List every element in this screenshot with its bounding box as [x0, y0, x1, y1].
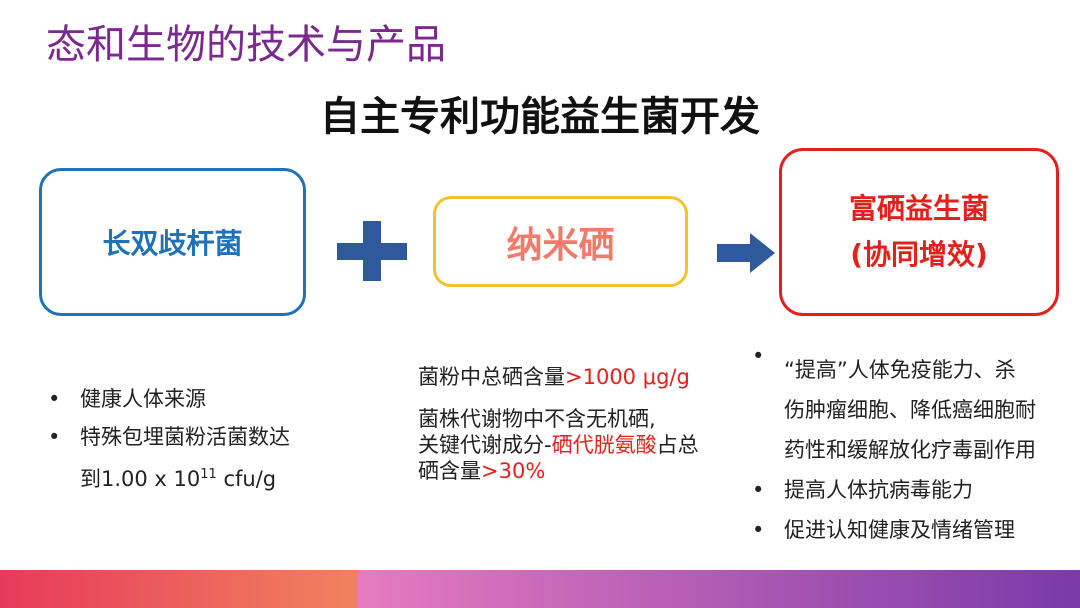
list-item: • 促进认知健康及情绪管理 — [752, 510, 1074, 550]
box-bifidobacterium: 长双歧杆菌 — [39, 168, 306, 316]
slide-title: 自主专利功能益生菌开发 — [320, 94, 760, 140]
paragraph-text: 菌粉中总硒含量 — [418, 365, 565, 389]
paragraph-text: 占总 — [656, 433, 699, 457]
list-item: • “提高”人体免疫能力、杀 伤肿瘤细胞、降低癌细胞耐 药性和缓解放化疗毒副作用 — [752, 344, 1074, 470]
selenium-content-paragraph: 菌粉中总硒含量>1000 μg/g — [418, 364, 738, 390]
plus-icon — [337, 221, 407, 281]
list-item-text: 特殊包埋菌粉活菌数达 — [80, 425, 290, 449]
selenium-content-value: >1000 μg/g — [565, 365, 690, 389]
bullet-icon: • — [48, 425, 61, 449]
list-item-text: 促进认知健康及情绪管理 — [784, 518, 1015, 542]
bullet-icon: • — [48, 387, 61, 411]
list-item-text: 药性和缓解放化疗毒副作用 — [784, 438, 1036, 462]
list-item-text: 伤肿瘤细胞、降低癌细胞耐 — [784, 398, 1036, 422]
right-bullet-list: • “提高”人体免疫能力、杀 伤肿瘤细胞、降低癌细胞耐 药性和缓解放化疗毒副作用… — [752, 344, 1074, 550]
paragraph-text: 菌株代谢物中不含无机硒, — [418, 407, 656, 431]
list-item: • 健康人体来源 — [48, 380, 290, 418]
list-item-text: “提高”人体免疫能力、杀 — [784, 358, 1016, 382]
paragraph-text: 关键代谢成分- — [418, 433, 552, 457]
box-selenium-probiotic-line2: (协同增效) — [850, 238, 988, 271]
metabolite-paragraph: 菌株代谢物中不含无机硒,关键代谢成分-硒代胱氨酸占总硒含量>30% — [418, 406, 738, 484]
selenium-description: 菌粉中总硒含量>1000 μg/g 菌株代谢物中不含无机硒,关键代谢成分-硒代胱… — [418, 364, 738, 500]
list-item: • 提高人体抗病毒能力 — [752, 470, 1074, 510]
list-item-text: 提高人体抗病毒能力 — [784, 478, 973, 502]
bullet-icon: • — [752, 344, 765, 368]
highlight-compound: 硒代胱氨酸 — [551, 433, 657, 457]
list-item-text: cfu/g — [216, 467, 277, 491]
bullet-icon: • — [752, 518, 765, 542]
paragraph-text: 硒含量 — [418, 459, 481, 483]
arrow-right-icon — [717, 233, 775, 273]
bullet-icon: • — [752, 478, 765, 502]
left-bullet-list: • 健康人体来源 • 特殊包埋菌粉活菌数达 到1.00 x 1011 cfu/g — [48, 380, 290, 498]
box-nano-selenium: 纳米硒 — [433, 196, 688, 287]
exponent: 11 — [200, 467, 217, 482]
list-item: • 特殊包埋菌粉活菌数达 到1.00 x 1011 cfu/g — [48, 418, 290, 498]
percentage-value: >30% — [481, 459, 546, 483]
footer-bar-left — [0, 570, 358, 608]
box-nano-selenium-label: 纳米硒 — [506, 224, 615, 266]
footer-bar-right — [358, 570, 1080, 608]
list-item-text: 到1.00 x 10 — [80, 467, 201, 491]
box-selenium-probiotic: 富硒益生菌 (协同增效) — [779, 148, 1059, 316]
box-bifidobacterium-label: 长双歧杆菌 — [102, 227, 243, 260]
list-item-text: 健康人体来源 — [80, 387, 206, 411]
box-selenium-probiotic-line1: 富硒益生菌 — [848, 192, 989, 225]
slide-header: 态和生物的技术与产品 — [46, 22, 446, 68]
